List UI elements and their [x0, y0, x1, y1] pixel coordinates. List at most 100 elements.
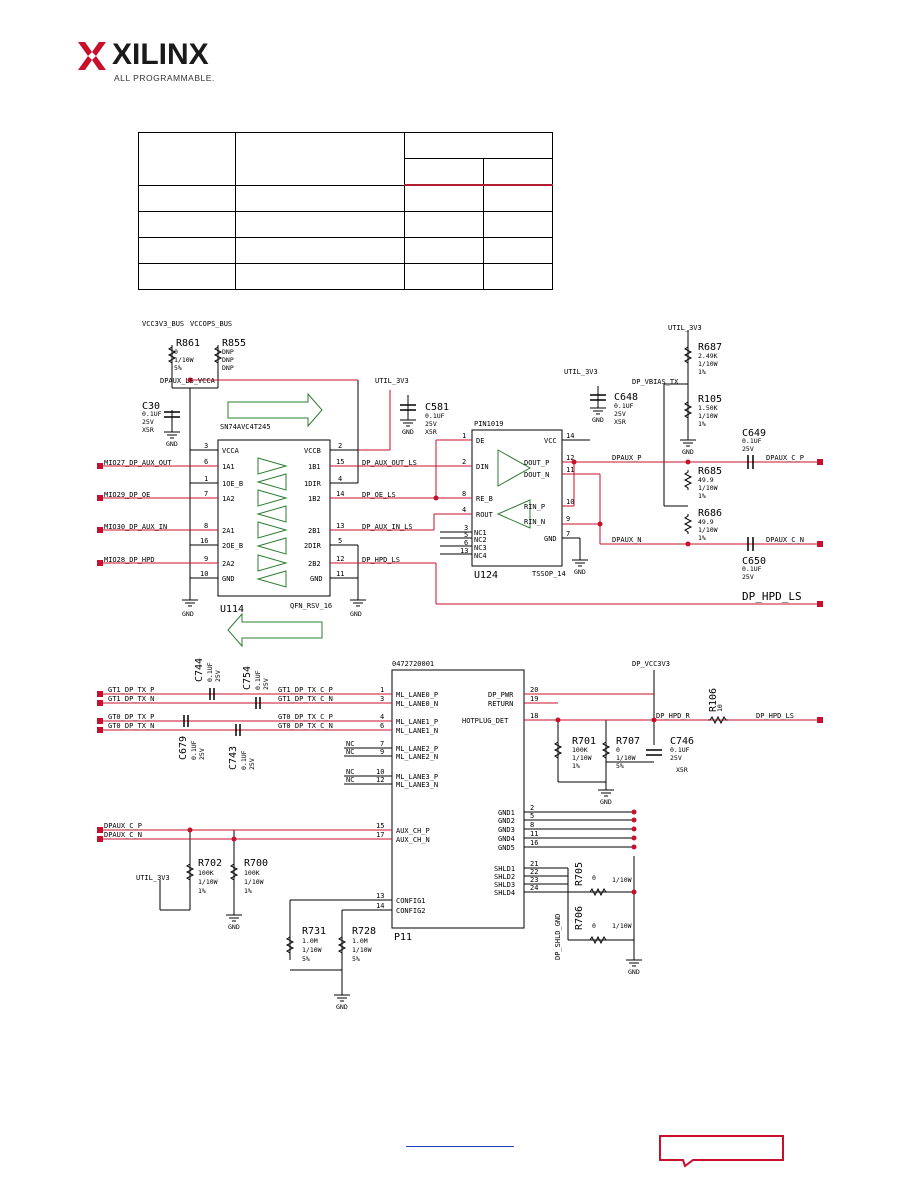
- r701-value: 100K: [572, 746, 588, 754]
- table-cell: [404, 158, 484, 186]
- u124-pin-label: GND: [544, 535, 557, 543]
- u114-pin-label: 1B2: [308, 495, 321, 503]
- p11-pin-label: GND3: [498, 826, 515, 834]
- gt1-n-label: GT1_DP_TX_N: [108, 695, 154, 703]
- nc-label: NC: [346, 768, 354, 776]
- u124-pin-number: 4: [462, 506, 466, 514]
- c649-ref: C649: [742, 428, 766, 439]
- table-cell: [483, 263, 553, 290]
- r707-value: 1/10W: [616, 754, 636, 762]
- table-cell: [483, 237, 553, 264]
- p11-pin-label: ML_LANE2_P: [396, 745, 438, 753]
- p11-pin-label: ML_LANE0_N: [396, 700, 438, 708]
- dpaux-c-p-label: DPAUX_C_P: [766, 454, 804, 462]
- table-cell: [138, 237, 236, 264]
- gt0-c-n-label: GT0_DP_TX_C_N: [278, 722, 333, 730]
- c648-ref: C648: [614, 392, 638, 403]
- u124-pin-label: DIN: [476, 463, 489, 471]
- r701-value: 1%: [572, 762, 580, 770]
- table-cell: [483, 158, 553, 186]
- u124-pin-label: NC2: [474, 536, 487, 544]
- feedback-button[interactable]: [657, 1134, 787, 1168]
- table-row: [138, 211, 553, 238]
- u114-pin-number: 7: [204, 490, 208, 498]
- r707-value: 0: [616, 746, 620, 754]
- r855-value: DNP: [222, 364, 234, 372]
- gnd-label: GND: [336, 1003, 348, 1011]
- c746-value: X5R: [676, 766, 688, 774]
- gnd-label: GND: [228, 923, 240, 931]
- r105-value: 1%: [698, 420, 706, 428]
- r855-ref: R855: [222, 338, 246, 349]
- u114-pin-label: 2B2: [308, 560, 321, 568]
- r105-value: 1.50K: [698, 404, 718, 412]
- r686-value: 1/10W: [698, 526, 718, 534]
- vccops-bus-label: VCCOPS_BUS: [190, 320, 232, 328]
- u114-part-label: SN74AVC4T245: [220, 423, 271, 431]
- p11-pin-number: 1: [380, 686, 384, 694]
- r685-value: 1/10W: [698, 484, 718, 492]
- table-row: [139, 158, 553, 186]
- p11-pin-label: SHLD4: [494, 889, 515, 897]
- c746-value: 25V: [670, 754, 682, 762]
- u114-pin-label: 1OE_B: [222, 480, 243, 488]
- r700-value: 100K: [244, 869, 260, 877]
- u124-pin-number: 3: [464, 524, 468, 532]
- r685-value: 49.9: [698, 476, 714, 484]
- hpd-ls-offpage-label: DP_HPD_LS: [742, 590, 802, 603]
- dpaux-c-p-label-2: DPAUX_C_P: [104, 822, 142, 830]
- p11-pin-label: GND4: [498, 835, 515, 843]
- u124-pin-label: NC1: [474, 529, 487, 537]
- u114-pin-number: 4: [338, 475, 342, 483]
- c648-value: 25V: [614, 410, 626, 418]
- c744-value: 25V: [214, 670, 222, 682]
- r728-ref: R728: [352, 926, 376, 937]
- u114-pin-number: 1: [204, 475, 208, 483]
- p11-pin-label: GND1: [498, 809, 515, 817]
- c746-value: 0.1UF: [670, 746, 690, 754]
- p11-pin-number: 23: [530, 876, 538, 884]
- oe-ls-label: DP_OE_LS: [362, 491, 396, 499]
- table-cell: [483, 211, 553, 238]
- u114-pin-number: 16: [200, 537, 208, 545]
- p11-pin-number: 15: [376, 822, 384, 830]
- p11-pin-number: 2: [530, 804, 534, 812]
- u124-pin-number: 9: [566, 515, 570, 523]
- gt0-p-label: GT0_DP_TX_P: [108, 713, 154, 721]
- u114-pin-number: 14: [336, 490, 344, 498]
- u124-pin-label: RIN_N: [524, 518, 545, 526]
- c581-value: X5R: [425, 428, 437, 436]
- vcc3v3-bus-label: VCC3V3_BUS: [142, 320, 184, 328]
- c744-ref: C744: [194, 658, 205, 682]
- u114-pin-label: 2OE_B: [222, 542, 243, 550]
- r687-ref: R687: [698, 342, 722, 353]
- p11-part-label: 0472720001: [392, 660, 434, 668]
- p11-pin-number: 21: [530, 860, 538, 868]
- r702-value: 1%: [198, 887, 206, 895]
- r700-value: 1%: [244, 887, 252, 895]
- gt0-c-p-label: GT0_DP_TX_C_P: [278, 713, 333, 721]
- u124-pin-number: 8: [462, 490, 466, 498]
- u124-pin-label: NC3: [474, 544, 487, 552]
- u114-pin-number: 12: [336, 555, 344, 563]
- p11-ref-label: P11: [394, 932, 412, 943]
- u124-pin-number: 7: [566, 530, 570, 538]
- table-row: [138, 237, 553, 264]
- footer-link[interactable]: [406, 1146, 514, 1147]
- u114-pin-number: 2: [338, 442, 342, 450]
- r700-value: 1/10W: [244, 878, 264, 886]
- table-cell: [235, 132, 405, 186]
- r106-ref: R106: [708, 688, 719, 712]
- hpd-ls-label: DP_HPD_LS: [362, 556, 400, 564]
- c754-value: 25V: [262, 678, 270, 690]
- table-cell: [138, 132, 236, 186]
- c754-ref: C754: [242, 666, 253, 690]
- mio29-label: MIO29_DP_OE: [104, 491, 150, 499]
- p11-pin-number: 5: [530, 812, 534, 820]
- u114-pin-number: 3: [204, 442, 208, 450]
- table-row: [138, 184, 553, 212]
- p11-pin-number: 4: [380, 713, 384, 721]
- table-cell: [235, 237, 405, 264]
- c581-ref: C581: [425, 402, 449, 413]
- p11-pin-number: 11: [530, 830, 538, 838]
